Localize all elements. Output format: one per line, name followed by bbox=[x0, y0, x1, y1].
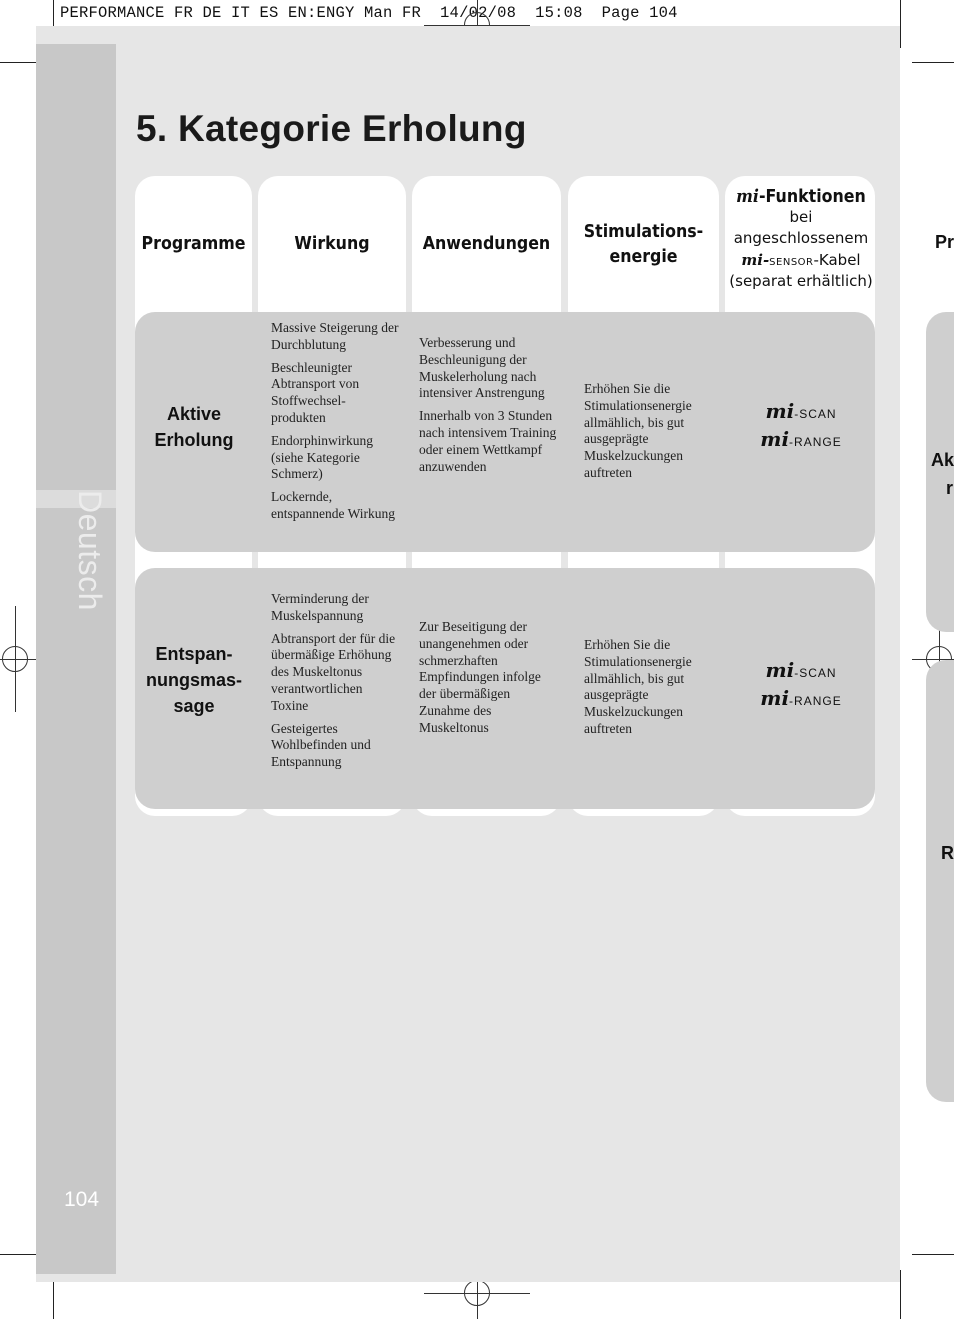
mi-logo-icon: mi- bbox=[741, 250, 770, 269]
header-programme: Programme bbox=[141, 233, 246, 255]
crop-mark bbox=[900, 0, 901, 48]
mi-functions-cell: mi-SCAN mi-RANGE bbox=[760, 399, 842, 451]
effects-cell: Verminderung der Muskelspannung Abtransp… bbox=[271, 591, 396, 770]
applications-cell: Verbesserung und Beschleunigung der Musk… bbox=[419, 335, 557, 474]
mi-logo-icon: mi bbox=[765, 658, 795, 682]
next-page-row bbox=[926, 312, 954, 632]
page-title: 5. Kategorie Erholung bbox=[136, 108, 527, 149]
program-name: Entspan-nungsmas-sage bbox=[145, 644, 242, 717]
registration-line bbox=[15, 606, 16, 712]
next-page-row-text: r bbox=[946, 478, 954, 498]
mi-logo-icon: mi bbox=[765, 399, 795, 423]
mi-logo-icon: mi bbox=[760, 686, 790, 710]
crop-mark bbox=[0, 1254, 42, 1255]
mi-functions-cell: mi-SCAN mi-RANGE bbox=[760, 658, 842, 710]
effects-cell: Massive Steigerung der Durchblutung Besc… bbox=[271, 320, 399, 521]
table-row bbox=[135, 312, 875, 552]
header-energie: Stimulations-energie bbox=[583, 220, 704, 267]
crop-mark bbox=[53, 1270, 54, 1319]
crop-mark bbox=[912, 62, 954, 63]
next-page-row-text: R bbox=[941, 843, 954, 863]
crop-mark bbox=[53, 0, 54, 48]
table-row bbox=[135, 568, 875, 809]
mi-logo-icon: mi bbox=[760, 427, 790, 451]
registration-line bbox=[477, 0, 478, 48]
next-page-header bbox=[926, 176, 954, 312]
crop-mark bbox=[0, 62, 42, 63]
crop-mark bbox=[912, 1254, 954, 1255]
language-tab: Deutsch bbox=[62, 490, 132, 620]
header-wirkung: Wirkung bbox=[294, 233, 370, 255]
registration-line bbox=[939, 606, 940, 712]
next-page-header-text: Pr bbox=[935, 232, 954, 252]
mi-logo-icon: mi bbox=[736, 186, 759, 207]
language-label: Deutsch bbox=[72, 490, 108, 611]
sidebar-band bbox=[36, 490, 116, 508]
sidebar bbox=[36, 44, 116, 1274]
energy-cell: Erhöhen Sie die Stimulationsenergie allm… bbox=[584, 637, 692, 736]
next-page-row-text: Akt bbox=[931, 450, 954, 470]
applications-cell: Zur Beseitigung der unangenehmen oder sc… bbox=[419, 619, 541, 735]
next-page-row bbox=[926, 660, 954, 1102]
print-slug: PERFORMANCE FR DE IT ES EN:ENGY Man FR 1… bbox=[60, 4, 678, 22]
energy-cell: Erhöhen Sie die Stimulationsenergie allm… bbox=[584, 381, 692, 480]
registration-line bbox=[0, 659, 42, 660]
registration-line bbox=[912, 659, 954, 660]
registration-line bbox=[477, 1266, 478, 1319]
header-anwendungen: Anwendungen bbox=[422, 233, 551, 255]
page-number: 104 bbox=[64, 1188, 100, 1211]
header-mi-functions: mi-Funktionen bei angeschlossenem mi-SEN… bbox=[729, 186, 873, 290]
crop-mark bbox=[900, 1270, 901, 1319]
